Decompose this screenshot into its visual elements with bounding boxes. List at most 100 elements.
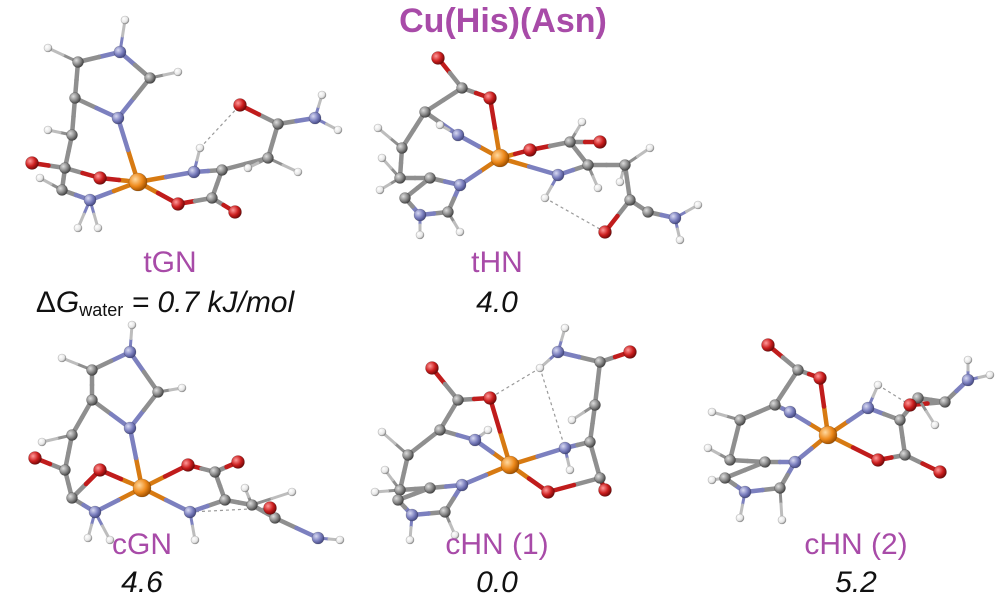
oxygen-atom xyxy=(598,225,612,239)
oxygen-atom xyxy=(523,143,537,157)
molecule-chn2 xyxy=(703,338,995,525)
hydrogen-atom xyxy=(985,370,995,380)
nitrogen-atom xyxy=(123,345,137,359)
nitrogen-atom xyxy=(183,505,197,519)
hydrogen-atom xyxy=(105,535,115,545)
delta-g-annotation: ΔGwater = 0.7 kJ/mol xyxy=(36,286,294,320)
oxygen-atom xyxy=(903,398,917,412)
nitrogen-atom xyxy=(413,208,427,222)
hydrogen-atom xyxy=(615,177,625,187)
carbon-atom xyxy=(86,394,98,406)
oxygen-atom xyxy=(933,465,947,479)
oxygen-atom xyxy=(263,501,277,515)
carbon-atom xyxy=(456,82,468,94)
hydrogen-atom xyxy=(293,167,303,177)
oxygen-atom xyxy=(761,338,775,352)
carbon-atom xyxy=(424,482,436,494)
nitrogen-atom xyxy=(861,401,875,415)
carbon-atom xyxy=(734,414,746,426)
carbon-atom xyxy=(216,164,228,176)
oxygen-atom xyxy=(233,98,247,112)
carbon-atom xyxy=(434,424,446,436)
hydrogen-atom xyxy=(560,323,570,333)
hydrogen-atom xyxy=(405,535,415,545)
nitrogen-atom xyxy=(88,505,102,519)
carbon-atom xyxy=(452,394,464,406)
copper-atom xyxy=(490,148,510,168)
hydrogen-atom xyxy=(380,465,390,475)
oxygen-atom xyxy=(181,458,195,472)
hydrogen-atom xyxy=(450,530,460,540)
carbon-atom xyxy=(899,449,911,461)
hydrogen-atom xyxy=(535,363,545,373)
carbon-atom xyxy=(246,499,258,511)
carbon-atom xyxy=(262,152,274,164)
nitrogen-atom xyxy=(123,421,137,435)
carbon-atom xyxy=(912,392,924,404)
hydrogen-atom xyxy=(693,200,703,210)
hydrogen-atom xyxy=(37,437,47,447)
hydrogen-atom xyxy=(173,67,183,77)
hydrogen-atom xyxy=(83,533,93,543)
oxygen-atom xyxy=(598,483,612,497)
nitrogen-atom xyxy=(187,165,201,179)
nitrogen-atom xyxy=(455,478,469,492)
hydrogen-atom xyxy=(333,125,343,135)
copper-atom xyxy=(500,455,520,475)
hydrogen-atom xyxy=(317,90,327,100)
hydrogen-atom xyxy=(707,475,717,485)
hydrogen-atom xyxy=(43,43,53,53)
oxygen-atom xyxy=(28,451,42,465)
oxygen-atom xyxy=(431,51,445,65)
copper-atom xyxy=(818,425,838,445)
hydrogen-atom xyxy=(373,123,383,133)
hydrogen-atom xyxy=(127,320,137,330)
carbon-atom xyxy=(144,72,156,84)
hydrogen-atom xyxy=(735,513,745,523)
hydrogen-bond xyxy=(544,197,606,233)
hydrogen-atom xyxy=(675,235,685,245)
nitrogen-atom xyxy=(451,128,465,142)
carbon-atom xyxy=(624,194,636,206)
hydrogen-atom xyxy=(120,15,130,25)
carbon-atom xyxy=(269,512,281,524)
carbon-atom xyxy=(589,399,601,411)
carbon-atom xyxy=(56,184,68,196)
carbon-atom xyxy=(774,482,786,494)
carbon-atom xyxy=(619,159,631,171)
carbon-atom xyxy=(724,454,736,466)
nitrogen-atom xyxy=(111,111,125,125)
carbon-atom xyxy=(424,172,436,184)
molecule-thn xyxy=(373,51,703,245)
nitrogen-atom xyxy=(668,211,682,225)
hydrogen-atom xyxy=(370,487,380,497)
hydrogen-atom xyxy=(645,143,655,153)
hydrogen-atom xyxy=(240,483,250,493)
carbon-atom xyxy=(66,492,78,504)
hydrogen-atom xyxy=(873,380,883,390)
carbon-atom xyxy=(206,192,218,204)
carbon-atom xyxy=(402,449,414,461)
hydrogen-atom xyxy=(377,427,387,437)
carbon-atom xyxy=(394,172,406,184)
energy-cgn: 4.6 xyxy=(121,566,163,599)
carbon-atom xyxy=(152,386,164,398)
nitrogen-atom xyxy=(308,111,322,125)
hydrogen-atom xyxy=(567,415,577,425)
copper-atom xyxy=(128,172,148,192)
oxygen-atom xyxy=(25,156,39,170)
carbon-atom xyxy=(442,206,454,218)
nitrogen-atom xyxy=(113,45,127,59)
hydrogen-atom xyxy=(335,535,345,545)
oxygen-atom xyxy=(231,455,245,469)
nitrogen-atom xyxy=(783,405,797,419)
carbon-atom xyxy=(69,92,81,104)
hydrogen-bond xyxy=(199,104,241,149)
conformer-label-chn-2: cHN (2) xyxy=(804,528,908,561)
conformer-label-tgn: tGN xyxy=(143,246,197,279)
oxygen-atom xyxy=(623,345,637,359)
oxygen-atom xyxy=(228,205,242,219)
carbon-atom xyxy=(939,396,951,408)
hydrogen-atom xyxy=(195,143,205,153)
